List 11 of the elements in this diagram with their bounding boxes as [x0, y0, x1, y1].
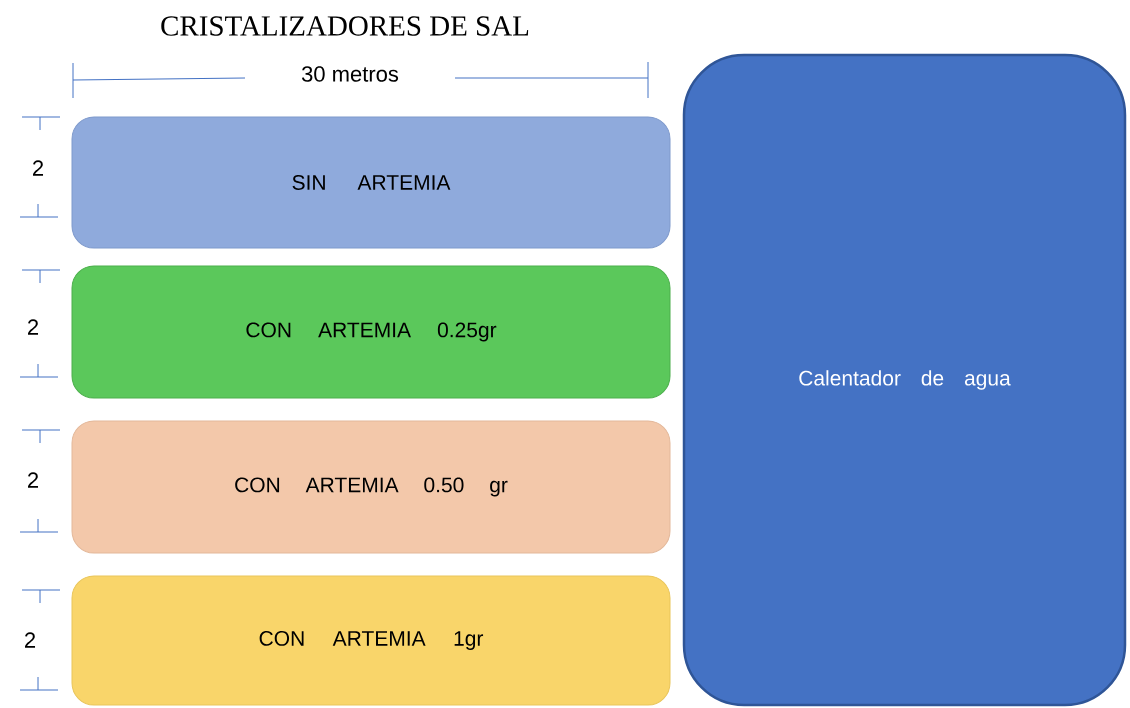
dimension-label: 2 [25, 632, 35, 648]
dimension-label: 2 [28, 472, 38, 488]
dimension-label: 2 [28, 319, 38, 335]
heater-box: Calentador de agua [682, 53, 1127, 707]
tank-box: CON ARTEMIA 0.50 gr [71, 420, 671, 554]
title: CRISTALIZADORES DE SAL [161, 16, 529, 36]
dimension-label: 30 metros [301, 66, 399, 82]
tank-box: CON ARTEMIA 0.25gr [71, 265, 671, 399]
tank-box: CON ARTEMIA 1gr [71, 575, 671, 706]
tank-box: SIN ARTEMIA [71, 116, 671, 249]
dimension-label: 2 [33, 160, 44, 176]
